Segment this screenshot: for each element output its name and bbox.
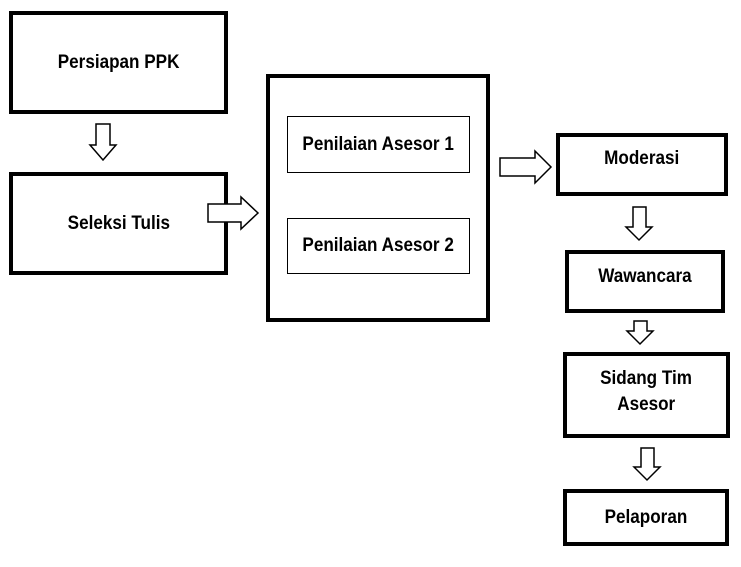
node-seleksi-tulis-label: Seleksi Tulis <box>67 212 170 234</box>
node-moderasi-label: Moderasi <box>604 147 680 169</box>
arrow-persiapan-to-seleksi <box>88 123 118 162</box>
node-pelaporan-label: Pelaporan <box>604 506 688 528</box>
arrow-penilaian-to-moderasi <box>499 149 553 185</box>
arrow-moderasi-to-wawancara <box>624 206 654 242</box>
node-penilaian-asesor-group <box>266 74 490 322</box>
node-sidang-tim-asesor: Sidang Tim Asesor <box>563 352 730 438</box>
node-penilaian-asesor-1: Penilaian Asesor 1 <box>287 116 470 173</box>
node-moderasi: Moderasi <box>556 133 728 196</box>
arrow-wawancara-to-sidang <box>625 320 655 346</box>
node-persiapan-ppk: Persiapan PPK <box>9 11 228 114</box>
node-sidang-line2: Asesor <box>617 394 676 415</box>
arrow-seleksi-to-penilaian <box>207 195 260 231</box>
arrow-sidang-to-pelaporan <box>632 447 662 482</box>
node-penilaian-asesor-2: Penilaian Asesor 2 <box>287 218 470 274</box>
node-pelaporan: Pelaporan <box>563 489 729 546</box>
node-penilaian-asesor-1-label: Penilaian Asesor 1 <box>302 133 455 155</box>
node-seleksi-tulis: Seleksi Tulis <box>9 172 228 275</box>
node-persiapan-ppk-label: Persiapan PPK <box>57 51 180 73</box>
node-sidang-line1: Sidang Tim <box>600 368 693 390</box>
node-wawancara-label: Wawancara <box>598 265 692 287</box>
node-penilaian-asesor-2-label: Penilaian Asesor 2 <box>302 235 455 256</box>
node-wawancara: Wawancara <box>565 250 725 313</box>
